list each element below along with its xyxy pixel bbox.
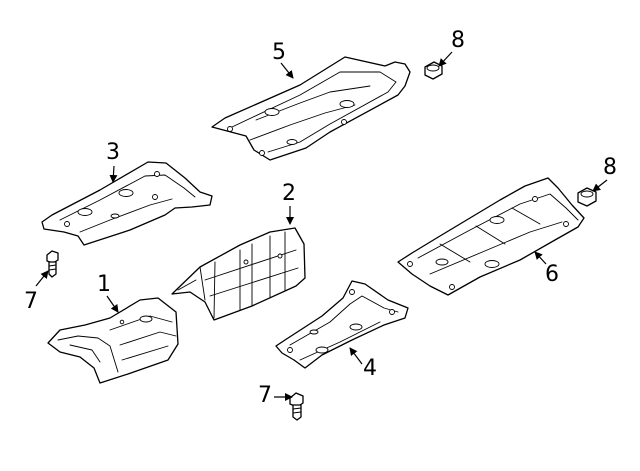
leader-1: [106, 295, 119, 313]
callout-4: 4: [363, 356, 377, 381]
leader-5: [280, 62, 294, 79]
leader-8-upper: [438, 51, 453, 67]
part-1-front-shield: [47, 297, 179, 384]
callout-6: 6: [545, 262, 559, 287]
part-4-lower-shield: [275, 280, 409, 369]
part-7-bolt-lower: [289, 392, 304, 421]
callout-5: 5: [272, 40, 286, 65]
callout-1: 1: [97, 272, 111, 297]
leader-8-right: [592, 179, 608, 192]
leader-7-left: [35, 270, 49, 287]
part-3-left-shield: [41, 161, 213, 246]
callout-7-left: 7: [24, 289, 38, 314]
part-8-nut-upper: [424, 61, 443, 80]
leader-6: [534, 251, 547, 265]
callout-2: 2: [282, 181, 296, 206]
callout-7-lower: 7: [258, 383, 272, 408]
part-2-middle-shield: [171, 227, 306, 321]
leader-lines: [35, 51, 608, 401]
callout-8-right: 8: [603, 155, 617, 180]
part-7-bolt-left: [46, 250, 59, 278]
leader-4: [349, 347, 363, 365]
part-5-upper-shield: [211, 56, 411, 161]
part-6-right-shield: [397, 177, 585, 296]
part-8-nut-right: [577, 187, 597, 207]
callout-3: 3: [106, 140, 120, 165]
leader-3: [109, 165, 118, 183]
callout-8-upper: 8: [451, 28, 465, 53]
